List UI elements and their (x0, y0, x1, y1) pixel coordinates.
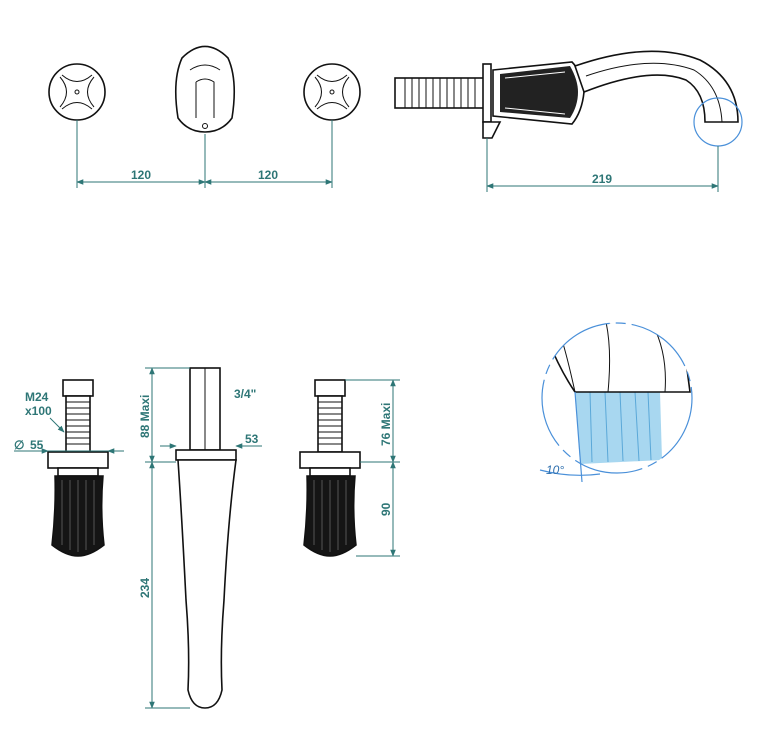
label-valve-thread: M24 (25, 390, 49, 404)
label-valve-thread-length: x100 (25, 404, 52, 418)
right-valve-section: 76 Maxi 90 (299, 379, 400, 557)
spout-front (174, 45, 236, 133)
label-diameter-symbol: ∅ (14, 438, 24, 452)
front-view: 120 120 (48, 45, 361, 188)
left-cross-handle (48, 63, 106, 121)
dim-valve-max-left: 88 Maxi (138, 395, 152, 438)
right-cross-handle (303, 63, 361, 121)
label-valve-diameter: 55 (30, 438, 44, 452)
dim-handle-height: 90 (379, 502, 393, 516)
dim-handle-spacing-right: 120 (258, 168, 278, 182)
side-stem (394, 77, 488, 109)
dim-spout-projection: 219 (592, 172, 612, 186)
dim-handle-spacing-left: 120 (131, 168, 151, 182)
label-pipe-size: 3/4" (234, 387, 256, 401)
spout-section: 88 Maxi 234 3/4" 53 (138, 367, 262, 709)
label-flow-angle: 10° (546, 463, 564, 477)
flow-detail-view: 10° (539, 322, 693, 483)
side-view: 219 (394, 50, 743, 192)
left-valve-section: M24 x100 ∅ 55 (14, 379, 124, 557)
dim-spout-length: 234 (138, 578, 152, 598)
dim-valve-max-right: 76 Maxi (379, 403, 393, 446)
dim-spout-diameter: 53 (245, 432, 259, 446)
